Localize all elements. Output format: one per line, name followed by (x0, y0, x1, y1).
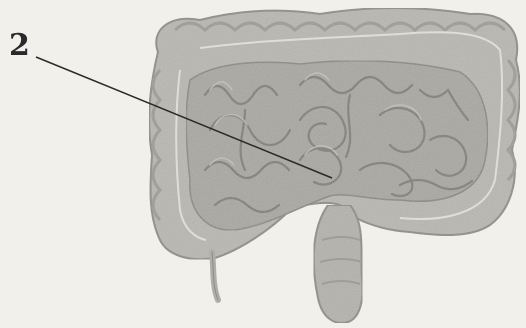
callout-label-2: 2 (9, 31, 30, 61)
rectum (314, 205, 363, 323)
